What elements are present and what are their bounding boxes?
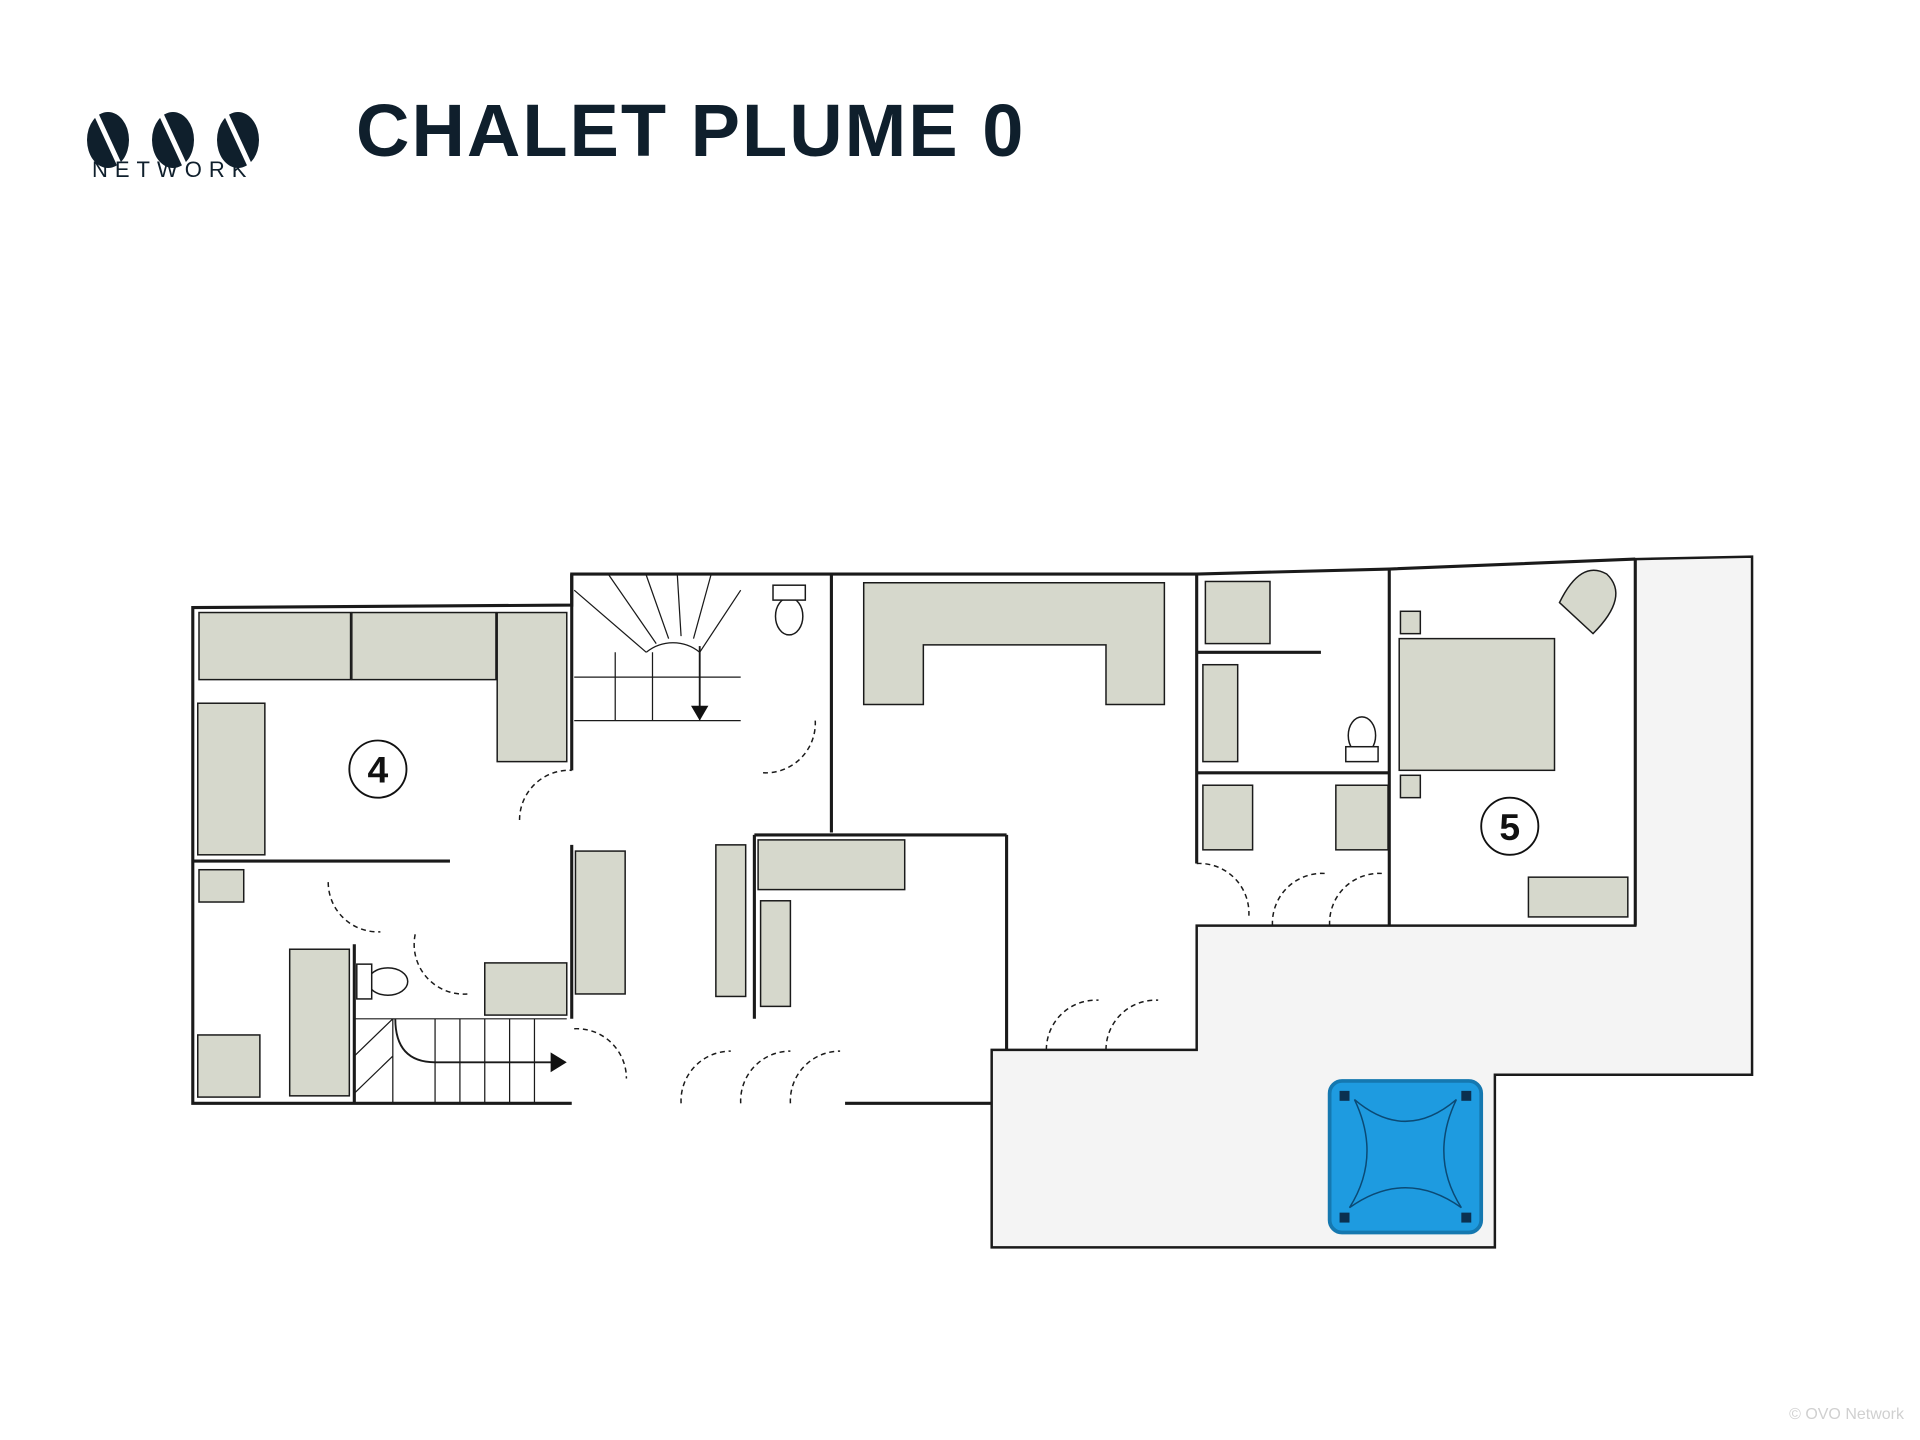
vanity <box>484 962 568 1016</box>
sink <box>198 868 245 903</box>
terrace <box>990 555 1754 1249</box>
nightstand <box>1399 774 1422 799</box>
doors <box>327 720 1382 1104</box>
stair-arrow-icon <box>691 705 709 721</box>
bench <box>715 844 747 998</box>
stairs <box>353 574 742 1104</box>
sofa <box>862 581 1166 706</box>
shower <box>1202 784 1254 851</box>
desk <box>1527 876 1629 918</box>
walls <box>191 557 1637 1105</box>
sideboard <box>574 850 626 995</box>
room-number: 4 <box>368 749 389 791</box>
sink <box>1204 580 1271 645</box>
furniture <box>197 569 1629 1098</box>
bed <box>496 611 568 763</box>
room-4-marker: 4 <box>348 739 408 799</box>
toilets <box>356 584 1379 1000</box>
page-title: CHALET PLUME 0 <box>356 89 1026 172</box>
room-5-marker: 5 <box>1480 796 1540 856</box>
nightstand <box>1399 610 1422 635</box>
logo-subtitle: NETWORK <box>92 157 254 182</box>
room-number: 5 <box>1499 806 1520 848</box>
sink <box>197 1034 261 1098</box>
bed <box>351 611 497 681</box>
bed <box>198 611 352 681</box>
counter <box>757 839 906 891</box>
hot-tub <box>1327 1079 1484 1235</box>
bathtub <box>288 948 351 1097</box>
double-sink <box>1202 663 1239 763</box>
bench <box>759 900 792 1008</box>
armchair <box>1558 569 1617 635</box>
stair-arrow-icon <box>550 1052 567 1073</box>
ovo-logo <box>87 112 259 168</box>
copyright: © OVO Network <box>1789 1406 1904 1423</box>
bed <box>197 702 266 856</box>
shower <box>1335 784 1389 851</box>
double-bed <box>1398 637 1556 772</box>
